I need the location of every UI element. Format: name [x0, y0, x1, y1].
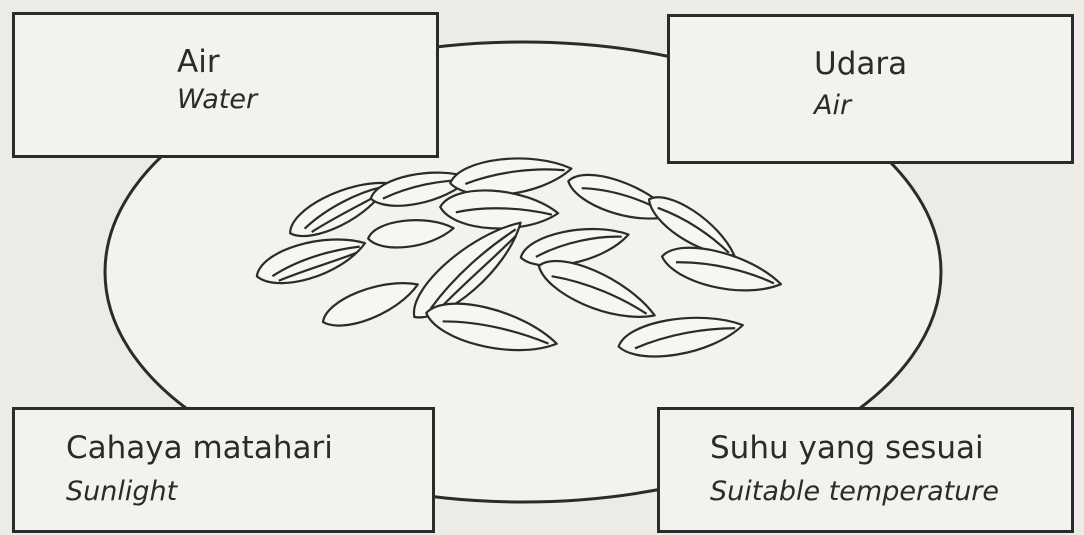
sunflower-seeds-icon: [255, 157, 783, 358]
factor-box-sunlight: Cahaya matahari Sunlight: [12, 407, 435, 533]
factor-label-ms: Udara: [814, 46, 908, 82]
factor-label-en: Water: [177, 84, 258, 115]
factor-label-en: Air: [814, 90, 852, 121]
factor-box-temperature: Suhu yang sesuai Suitable temperature: [657, 407, 1074, 533]
factor-label-en: Suitable temperature: [710, 476, 1000, 507]
factor-label-ms: Air: [177, 44, 220, 80]
factor-label-en: Sunlight: [66, 476, 178, 507]
factor-box-water: Air Water: [12, 12, 439, 158]
factor-label-ms: Suhu yang sesuai: [710, 430, 984, 466]
factor-label-ms: Cahaya matahari: [66, 430, 333, 466]
factor-box-air: Udara Air: [667, 14, 1074, 164]
